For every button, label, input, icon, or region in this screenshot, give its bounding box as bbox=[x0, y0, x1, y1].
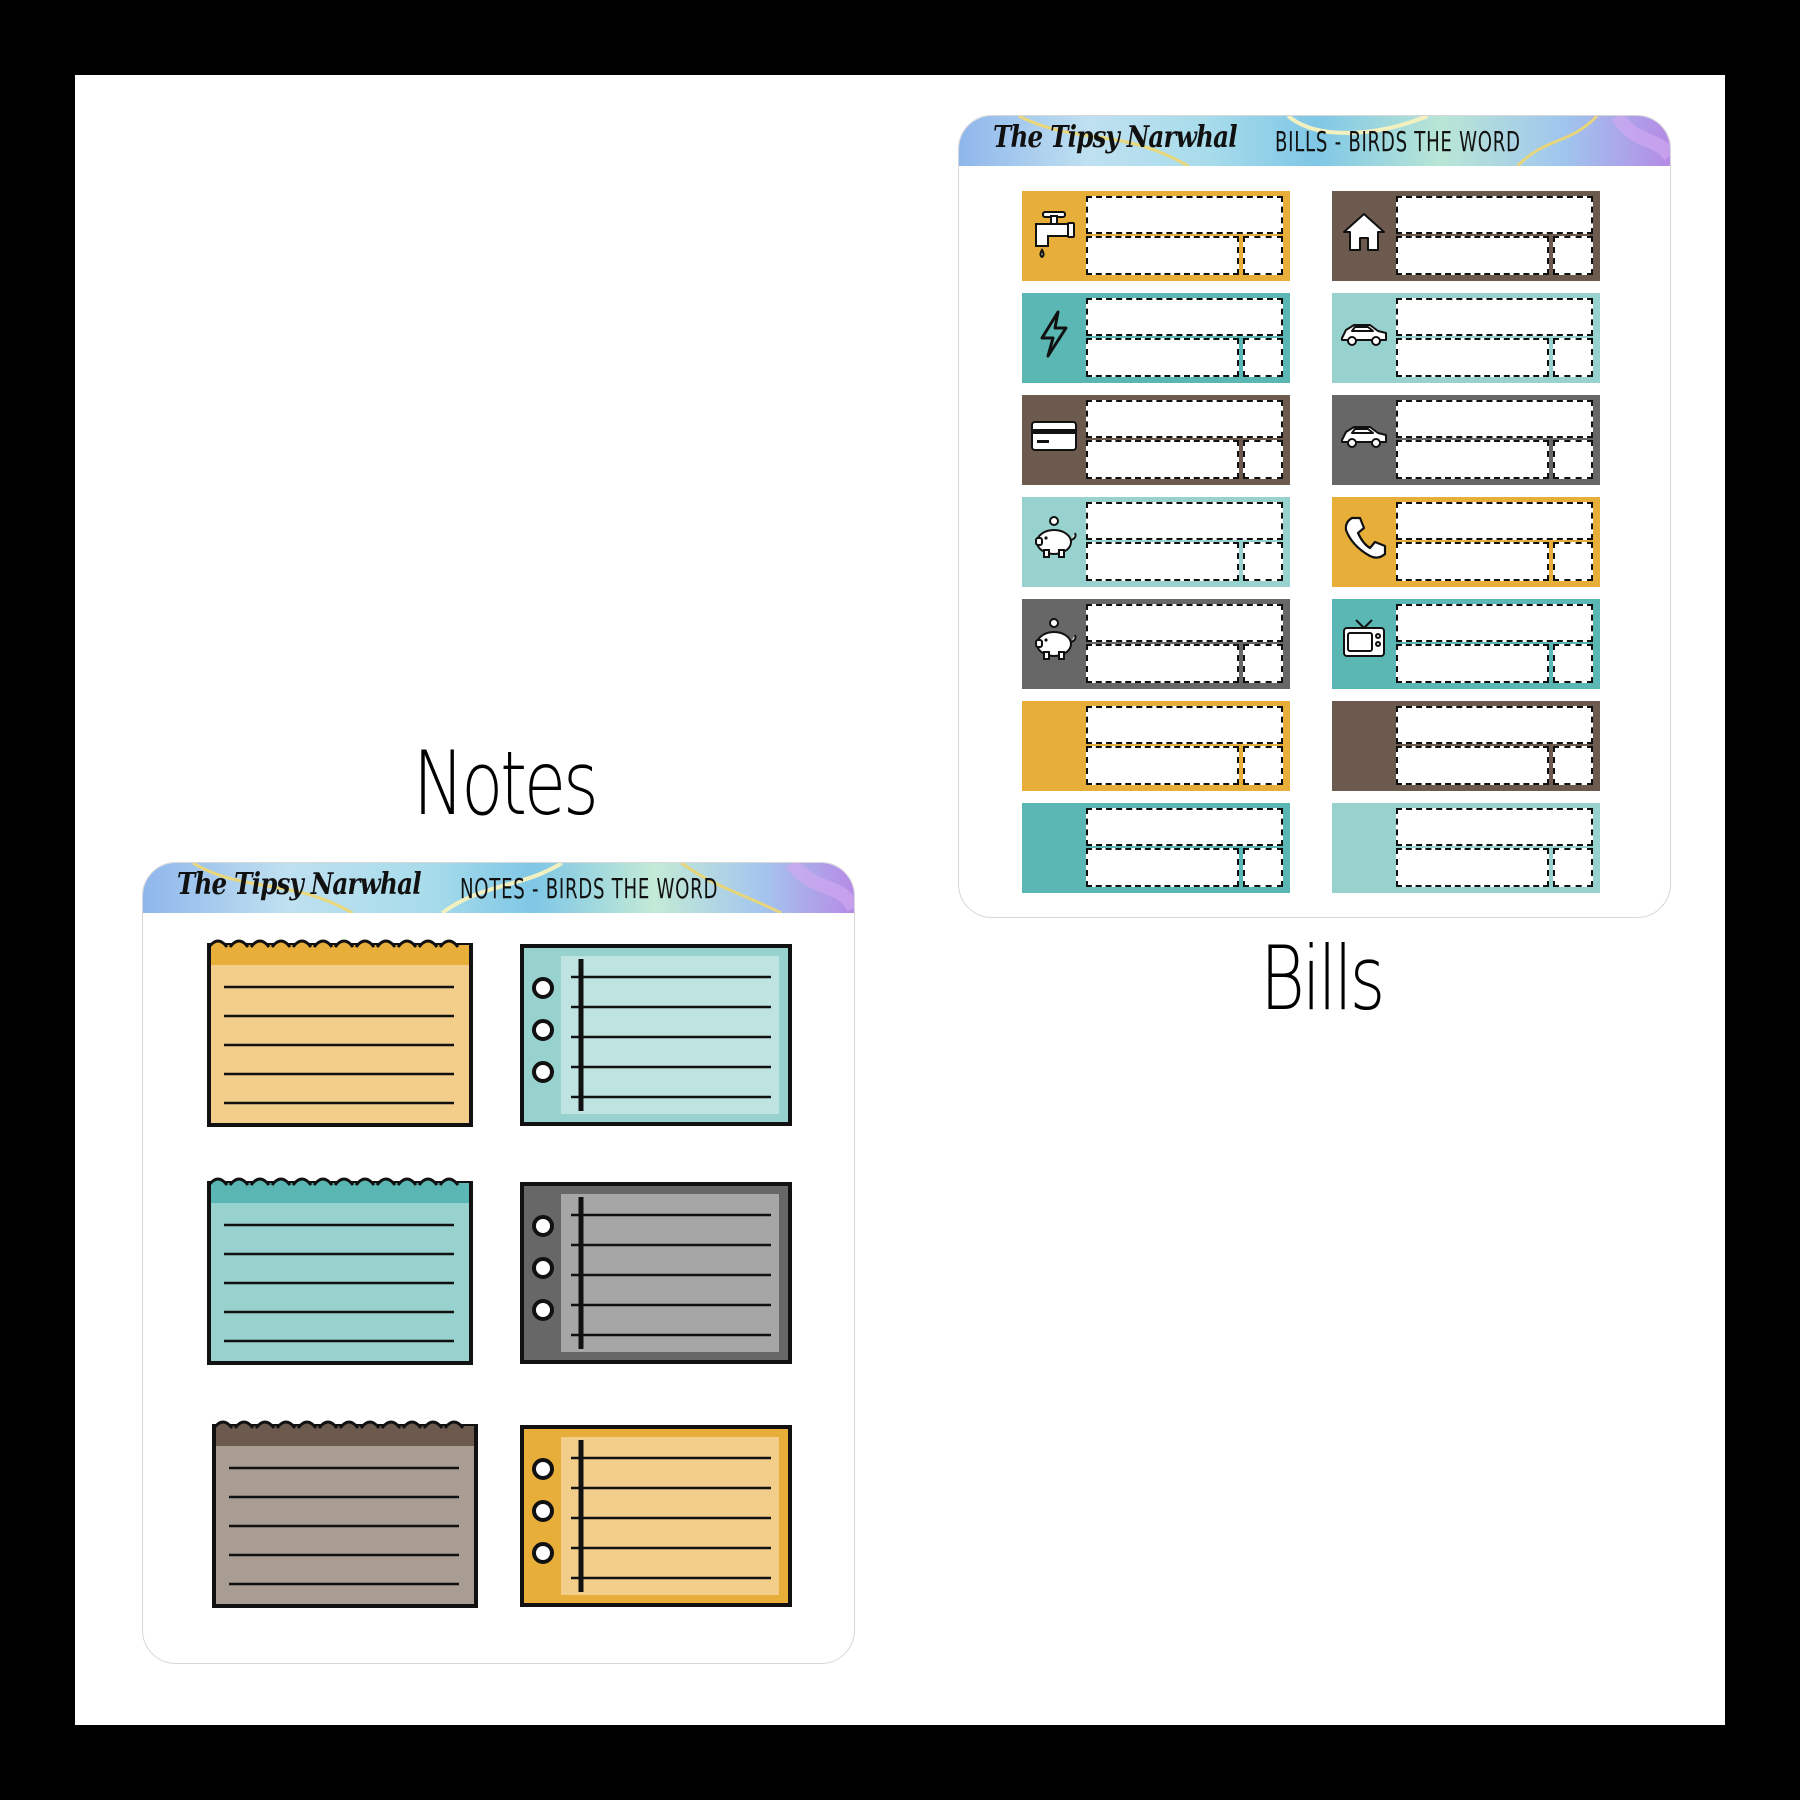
bill-check-slot bbox=[1243, 746, 1283, 785]
ringed-notebook-sticker bbox=[519, 1181, 794, 1370]
bill-sticker bbox=[1022, 191, 1290, 281]
bill-sticker bbox=[1022, 395, 1290, 485]
ringed-notebook-sticker bbox=[519, 943, 794, 1132]
bill-amount-slot bbox=[1086, 746, 1239, 785]
bill-name-slot bbox=[1396, 808, 1593, 846]
brand-logo-text: The Tipsy Narwhal bbox=[993, 120, 1238, 155]
lightning-bolt-icon bbox=[1028, 308, 1080, 360]
bill-sticker bbox=[1022, 599, 1290, 689]
notes-banner: The Tipsy Narwhal NOTES - BIRDS THE WORD bbox=[143, 863, 854, 913]
bill-sticker bbox=[1332, 395, 1600, 485]
canvas: The Tipsy Narwhal BILLS - BIRDS THE WORD… bbox=[75, 75, 1725, 1725]
bill-sticker bbox=[1332, 497, 1600, 587]
notes-sticker-sheet: The Tipsy Narwhal NOTES - BIRDS THE WORD bbox=[142, 862, 855, 1664]
piggy-bank-icon bbox=[1028, 614, 1080, 666]
phone-icon bbox=[1338, 512, 1390, 564]
piggy-bank-icon bbox=[1028, 512, 1080, 564]
bill-name-slot bbox=[1086, 298, 1283, 336]
bill-amount-slot bbox=[1396, 644, 1549, 683]
bills-sticker-sheet: The Tipsy Narwhal BILLS - BIRDS THE WORD bbox=[958, 115, 1671, 918]
bill-name-slot bbox=[1086, 808, 1283, 846]
bill-sticker bbox=[1332, 599, 1600, 689]
brand-logo-text: The Tipsy Narwhal bbox=[177, 867, 422, 902]
bill-check-slot bbox=[1243, 542, 1283, 581]
marble-banner-background bbox=[959, 116, 1670, 166]
bill-amount-slot bbox=[1086, 236, 1239, 275]
water-faucet-icon bbox=[1028, 206, 1080, 259]
bill-check-slot bbox=[1243, 848, 1283, 887]
bill-check-slot bbox=[1243, 236, 1283, 275]
bill-check-slot bbox=[1553, 338, 1593, 377]
bill-name-slot bbox=[1396, 706, 1593, 744]
bill-name-slot bbox=[1086, 604, 1283, 642]
bill-name-slot bbox=[1086, 196, 1283, 234]
bill-amount-slot bbox=[1086, 644, 1239, 683]
bill-amount-slot bbox=[1086, 542, 1239, 581]
marble-banner-background bbox=[143, 863, 854, 913]
bill-check-slot bbox=[1243, 440, 1283, 479]
bill-name-slot bbox=[1396, 298, 1593, 336]
bill-sticker bbox=[1022, 497, 1290, 587]
bill-name-slot bbox=[1396, 502, 1593, 540]
television-icon bbox=[1338, 614, 1390, 666]
bill-sticker bbox=[1332, 701, 1600, 791]
bill-name-slot bbox=[1086, 502, 1283, 540]
bill-check-slot bbox=[1553, 644, 1593, 683]
torn-notepad-sticker bbox=[211, 1416, 481, 1615]
car-icon bbox=[1338, 410, 1390, 462]
bill-name-slot bbox=[1396, 400, 1593, 438]
ringed-notebook-sticker bbox=[519, 1424, 794, 1613]
bill-check-slot bbox=[1553, 542, 1593, 581]
bill-sticker bbox=[1332, 293, 1600, 383]
bill-check-slot bbox=[1553, 746, 1593, 785]
torn-notepad-sticker bbox=[206, 1173, 476, 1372]
bill-amount-slot bbox=[1086, 338, 1239, 377]
bill-amount-slot bbox=[1396, 746, 1549, 785]
bill-amount-slot bbox=[1396, 848, 1549, 887]
bill-amount-slot bbox=[1086, 440, 1239, 479]
bill-amount-slot bbox=[1086, 848, 1239, 887]
car-icon bbox=[1338, 308, 1390, 360]
bill-amount-slot bbox=[1396, 236, 1549, 275]
bill-amount-slot bbox=[1396, 440, 1549, 479]
bill-amount-slot bbox=[1396, 542, 1549, 581]
bills-banner: The Tipsy Narwhal BILLS - BIRDS THE WORD bbox=[959, 116, 1670, 166]
bill-sticker bbox=[1022, 803, 1290, 893]
sheet-title: BILLS - BIRDS THE WORD bbox=[1275, 125, 1521, 158]
credit-card-icon bbox=[1028, 410, 1080, 462]
bills-caption: Bills bbox=[1260, 927, 1385, 1030]
bill-sticker bbox=[1332, 191, 1600, 281]
bill-check-slot bbox=[1243, 644, 1283, 683]
bill-name-slot bbox=[1086, 400, 1283, 438]
bill-check-slot bbox=[1553, 848, 1593, 887]
bill-check-slot bbox=[1243, 338, 1283, 377]
bill-check-slot bbox=[1553, 440, 1593, 479]
bill-name-slot bbox=[1086, 706, 1283, 744]
bill-amount-slot bbox=[1396, 338, 1549, 377]
bill-sticker bbox=[1332, 803, 1600, 893]
bill-name-slot bbox=[1396, 604, 1593, 642]
torn-notepad-sticker bbox=[206, 935, 476, 1134]
notes-caption: Notes bbox=[413, 732, 599, 835]
bill-name-slot bbox=[1396, 196, 1593, 234]
bill-sticker bbox=[1022, 293, 1290, 383]
sheet-title: NOTES - BIRDS THE WORD bbox=[460, 872, 719, 905]
bill-sticker bbox=[1022, 701, 1290, 791]
house-icon bbox=[1338, 206, 1390, 258]
bill-check-slot bbox=[1553, 236, 1593, 275]
